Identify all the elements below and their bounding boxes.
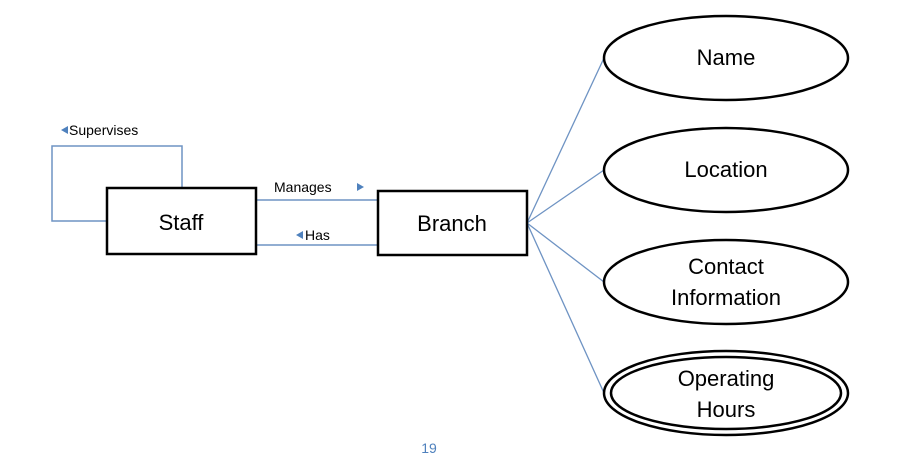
entity-branch: Branch — [376, 189, 529, 257]
supervises-loop-line — [51, 145, 183, 222]
branch-contact-connector — [526, 222, 605, 283]
attribute-name: Name — [602, 14, 850, 102]
page-number: 19 — [421, 440, 437, 456]
entity-branch-label: Branch — [417, 211, 487, 236]
branch-hours-connector — [526, 222, 605, 394]
manages-arrow-icon — [357, 183, 364, 191]
supervises-arrow-icon — [61, 126, 68, 134]
attribute-hours-line1: Operating — [678, 366, 775, 391]
entity-staff: Staff — [105, 186, 258, 256]
branch-location-connector — [526, 169, 605, 224]
attribute-location: Location — [602, 126, 850, 214]
branch-name-connector — [526, 57, 605, 224]
has-arrow-icon — [296, 231, 303, 239]
attribute-contact-information: Contact Information — [602, 238, 850, 326]
attribute-hours-line2: Hours — [697, 397, 756, 422]
attribute-name-label: Name — [697, 45, 756, 70]
attribute-contact-line1: Contact — [688, 254, 764, 279]
supervises-label: Supervises — [69, 122, 138, 138]
attribute-operating-hours: Operating Hours — [602, 349, 850, 437]
manages-label: Manages — [274, 179, 332, 195]
attribute-contact-line2: Information — [671, 285, 781, 310]
has-label: Has — [305, 227, 330, 243]
entity-staff-label: Staff — [159, 210, 205, 235]
attribute-location-label: Location — [684, 157, 767, 182]
